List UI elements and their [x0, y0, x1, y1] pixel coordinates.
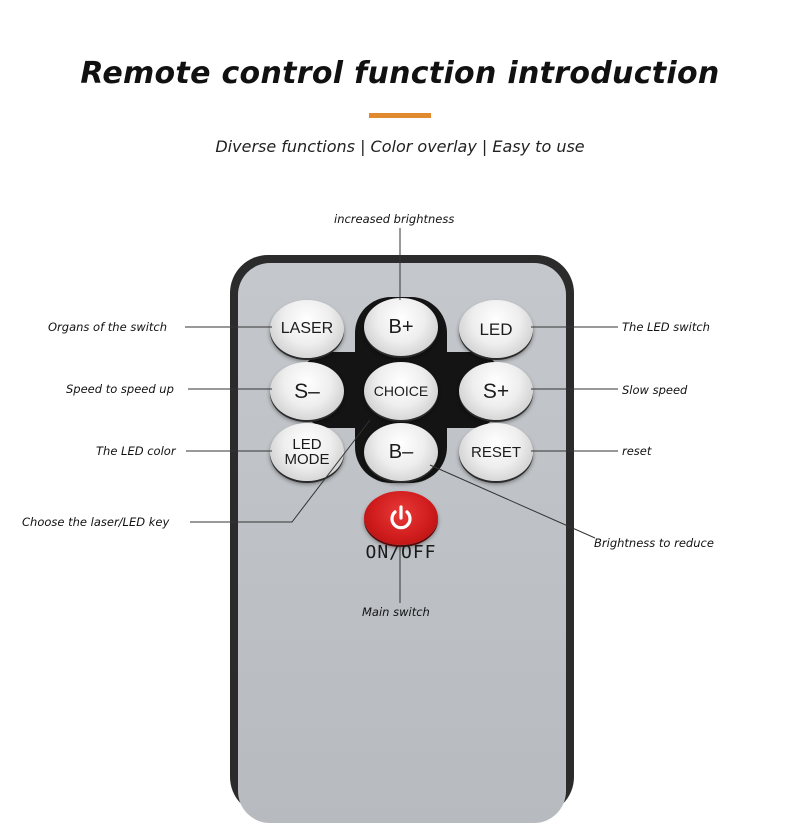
page-subtitle: Diverse functions | Color overlay | Easy…: [215, 137, 585, 156]
label-speed-up: Speed to speed up: [66, 382, 174, 396]
speed-up-button[interactable]: S–: [270, 362, 344, 420]
label-main-switch: Main switch: [362, 605, 430, 619]
laser-button[interactable]: LASER: [270, 300, 344, 358]
brightness-down-button[interactable]: B–: [364, 423, 438, 481]
slow-speed-button[interactable]: S+: [459, 362, 533, 420]
title-accent-bar: [369, 113, 431, 118]
label-organs-switch: Organs of the switch: [48, 320, 168, 334]
led-mode-button[interactable]: LED MODE: [270, 423, 344, 481]
choice-button[interactable]: CHOICE: [364, 362, 438, 420]
brightness-up-button[interactable]: B+: [364, 298, 438, 356]
label-increased-brightness: increased brightness: [334, 212, 455, 226]
led-button[interactable]: LED: [459, 300, 533, 358]
on-off-label: ON/OFF: [365, 542, 437, 563]
power-icon: [390, 505, 412, 530]
reset-button[interactable]: RESET: [459, 423, 533, 481]
label-led-color: The LED color: [96, 444, 176, 458]
label-brightness-reduce: Brightness to reduce: [594, 536, 714, 550]
label-slow-speed: Slow speed: [622, 383, 688, 397]
page-title: Remote control function introduction: [80, 56, 720, 91]
label-led-switch: The LED switch: [622, 320, 710, 334]
label-reset: reset: [622, 444, 652, 458]
power-button[interactable]: [364, 491, 438, 545]
label-choose-key: Choose the laser/LED key: [22, 515, 170, 529]
